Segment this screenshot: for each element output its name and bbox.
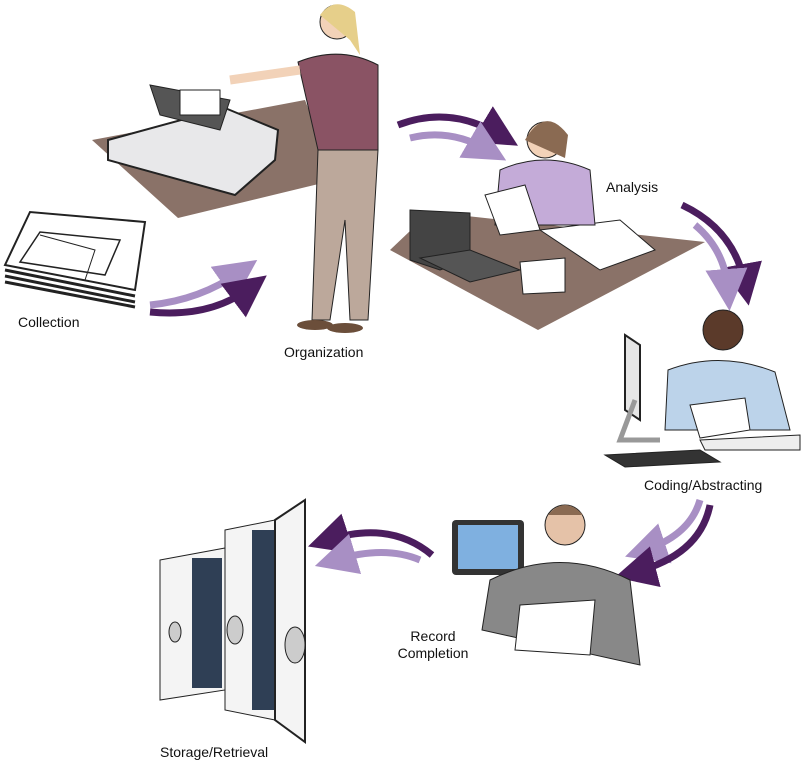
arrow-record-to-storage — [308, 513, 435, 575]
coding-workstation — [603, 309, 801, 468]
record-completion-workstation — [452, 504, 641, 666]
arrow-organization-to-analysis — [396, 106, 519, 161]
record-label-line1: Record — [410, 628, 456, 644]
paper-stack-icon — [3, 210, 147, 309]
step-label-analysis: Analysis — [606, 179, 659, 195]
arrow-collection-to-organization — [149, 259, 267, 318]
record-label-line2: Completion — [397, 645, 469, 661]
arrow-coding-to-record — [614, 498, 714, 587]
analysis-desk — [390, 121, 705, 330]
step-label-organization: Organization — [284, 344, 364, 360]
mobile-shelving — [159, 498, 306, 744]
scanner-table — [92, 84, 335, 218]
step-label-coding: Coding/Abstracting — [644, 477, 763, 493]
step-label-collection: Collection — [18, 314, 80, 330]
woman-organizing — [229, 4, 379, 333]
step-label-record-completion: Record Completion — [388, 628, 478, 662]
arrow-analysis-to-coding — [680, 201, 762, 311]
step-label-storage: Storage/Retrieval — [160, 744, 269, 760]
